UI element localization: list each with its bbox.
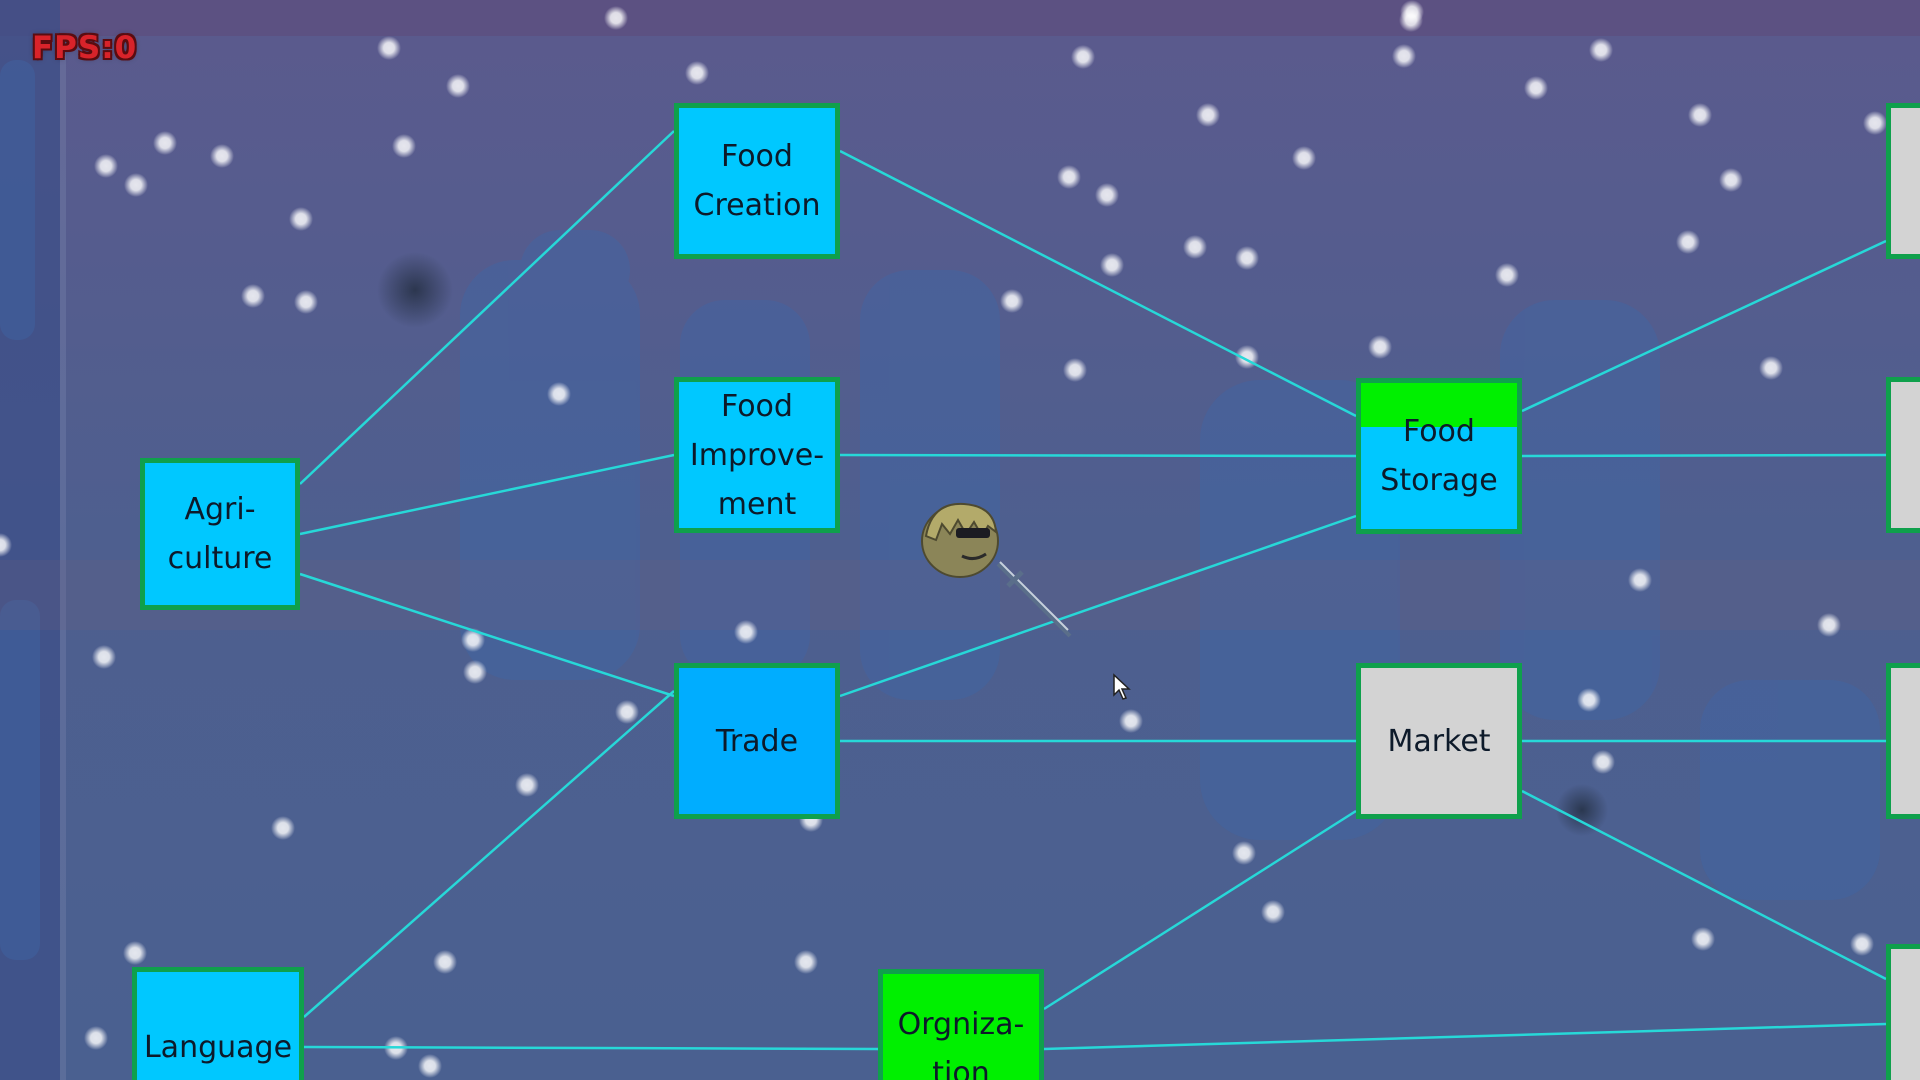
tech-node-edge-3[interactable] — [1886, 663, 1920, 819]
tech-node-label: Orgniza-tion — [897, 1007, 1025, 1080]
player-character-icon — [921, 502, 1072, 638]
tech-node-trade[interactable]: Trade — [674, 663, 840, 819]
tech-node-label: Market — [1387, 723, 1491, 759]
tech-node-label: Language — [143, 1029, 293, 1065]
tech-node-agriculture[interactable]: Agri-culture — [140, 458, 300, 610]
fps-counter: FPS:0 — [32, 30, 138, 66]
tech-node-edge-2[interactable] — [1886, 377, 1920, 533]
tech-node-market[interactable]: Market — [1356, 663, 1522, 819]
tech-node-language[interactable]: Language — [132, 967, 304, 1080]
tech-node-label: Agri-culture — [167, 492, 273, 576]
mouse-cursor-icon — [1113, 673, 1131, 700]
tech-node-orgnization[interactable]: Orgniza-tion — [878, 969, 1044, 1080]
tech-node-label: Trade — [715, 723, 799, 759]
tech-node-edge-1[interactable] — [1886, 103, 1920, 259]
tech-node-edge-4[interactable] — [1886, 944, 1920, 1080]
research-progress-bar — [1361, 383, 1517, 427]
